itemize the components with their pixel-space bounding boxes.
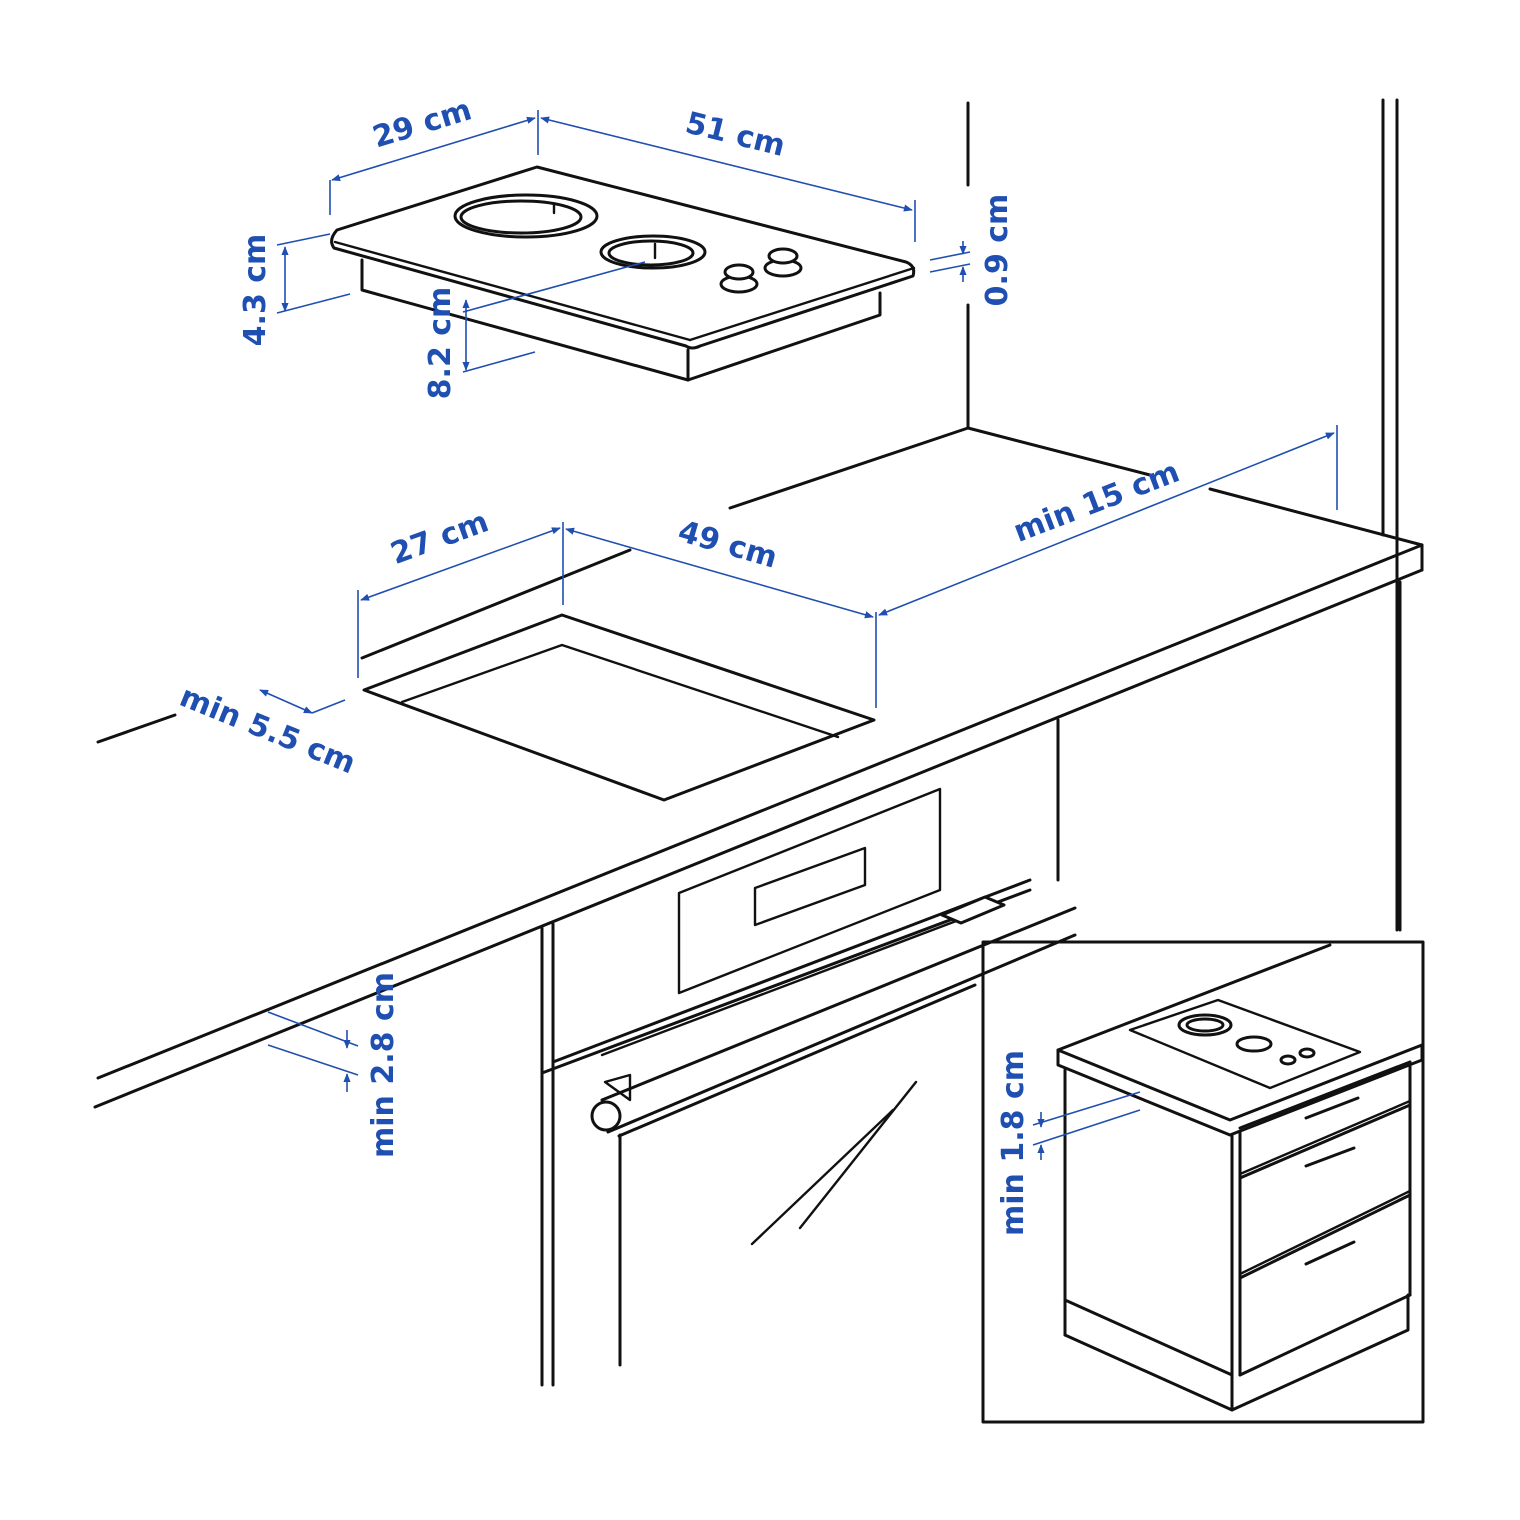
- worktop-cutout: [362, 613, 876, 802]
- large-burner-icon: [453, 193, 599, 239]
- label-hob-width: 51 cm: [682, 106, 789, 164]
- label-inset-worktop-thickness: min 1.8 cm: [996, 1050, 1031, 1236]
- label-worktop-thickness: min 2.8 cm: [366, 972, 401, 1158]
- control-knob-icon: [719, 247, 803, 294]
- inset-cabinet-detail: [981, 940, 1425, 1424]
- label-side-clearance: min 15 cm: [1009, 455, 1185, 550]
- label-hob-height: 4.3 cm: [238, 234, 273, 347]
- dimension-lines: [259, 110, 1338, 1160]
- small-burner-icon: [599, 234, 707, 270]
- label-hob-depth: 29 cm: [369, 92, 476, 155]
- worktop: [93, 426, 1424, 1109]
- label-hob-top-thickness: 0.9 cm: [980, 194, 1015, 307]
- side-wall: [1381, 98, 1399, 932]
- label-front-clearance: min 5.5 cm: [175, 679, 361, 781]
- drawer-handle-icon: [1304, 1096, 1360, 1266]
- hob: [330, 165, 916, 382]
- label-hob-under-depth: 8.2 cm: [423, 287, 458, 400]
- label-cutout-width: 49 cm: [674, 514, 781, 576]
- label-cutout-depth: 27 cm: [386, 504, 493, 572]
- oven: [540, 718, 1077, 1387]
